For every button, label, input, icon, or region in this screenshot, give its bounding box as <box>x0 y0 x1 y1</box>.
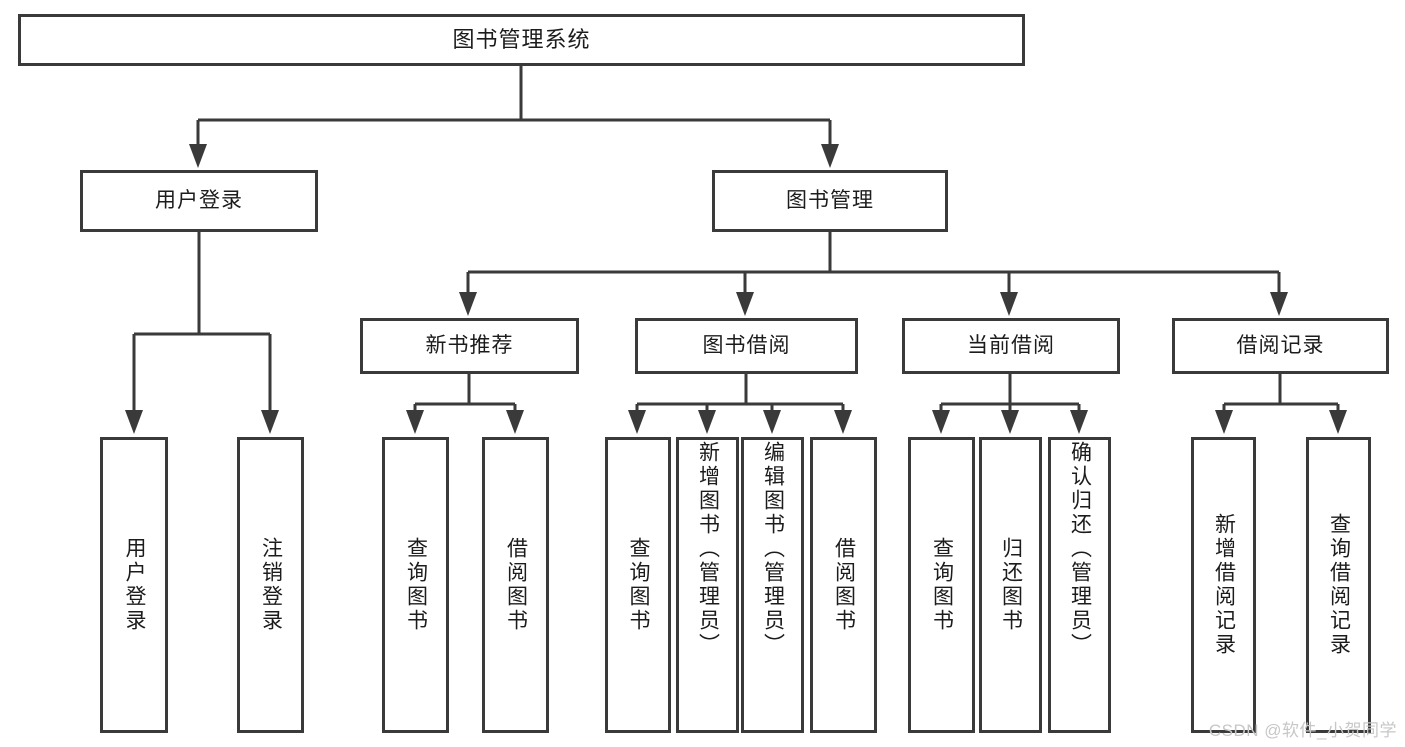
arrow-leaf-edit-book <box>763 410 781 434</box>
node-book-manage-box[interactable] <box>712 170 948 232</box>
node-leaf-query-record-box[interactable] <box>1306 437 1371 733</box>
arrow-leaf-borrow-book-2 <box>834 410 852 434</box>
node-leaf-add-book-box[interactable] <box>676 437 739 733</box>
node-leaf-borrow-book-2-box[interactable] <box>810 437 877 733</box>
arrow-current-borrow <box>1000 292 1018 316</box>
arrow-leaf-user-login <box>125 410 143 434</box>
node-leaf-confirm-return-box[interactable] <box>1048 437 1111 733</box>
node-new-book-recommend-box[interactable] <box>360 318 579 374</box>
node-leaf-add-record-box[interactable] <box>1191 437 1256 733</box>
arrow-leaf-borrow-book-1 <box>506 410 524 434</box>
arrow-leaf-user-logout <box>261 410 279 434</box>
arrow-book-borrow <box>736 292 754 316</box>
node-borrow-record-box[interactable] <box>1172 318 1389 374</box>
node-leaf-borrow-book-1-box[interactable] <box>482 437 549 733</box>
arrow-leaf-confirm-return <box>1070 410 1088 434</box>
node-root-box[interactable] <box>18 14 1025 66</box>
node-leaf-query-book-2-box[interactable] <box>605 437 671 733</box>
arrow-leaf-query-book-3 <box>932 410 950 434</box>
node-book-borrow-box[interactable] <box>635 318 858 374</box>
csdn-watermark: CSDN @软件_小贺同学 <box>1208 721 1397 740</box>
arrow-leaf-add-book <box>698 410 716 434</box>
node-leaf-edit-book-box[interactable] <box>741 437 804 733</box>
node-current-borrow-box[interactable] <box>902 318 1120 374</box>
arrow-borrow-record <box>1270 292 1288 316</box>
node-leaf-return-book-box[interactable] <box>979 437 1042 733</box>
node-leaf-user-logout-box[interactable] <box>237 437 304 733</box>
node-leaf-user-login-box[interactable] <box>100 437 168 733</box>
arrow-leaf-query-record <box>1329 410 1347 434</box>
arrow-new-book-recommend <box>459 292 477 316</box>
arrow-leaf-query-book-2 <box>628 410 646 434</box>
node-user-login-box[interactable] <box>80 170 318 232</box>
arrow-book-manage <box>821 144 839 168</box>
arrow-leaf-add-record <box>1215 410 1233 434</box>
node-leaf-query-book-1-box[interactable] <box>382 437 449 733</box>
arrow-leaf-query-book-1 <box>406 410 424 434</box>
arrow-leaf-return-book <box>1001 410 1019 434</box>
arrow-user-login <box>189 144 207 168</box>
node-leaf-query-book-3-box[interactable] <box>908 437 975 733</box>
